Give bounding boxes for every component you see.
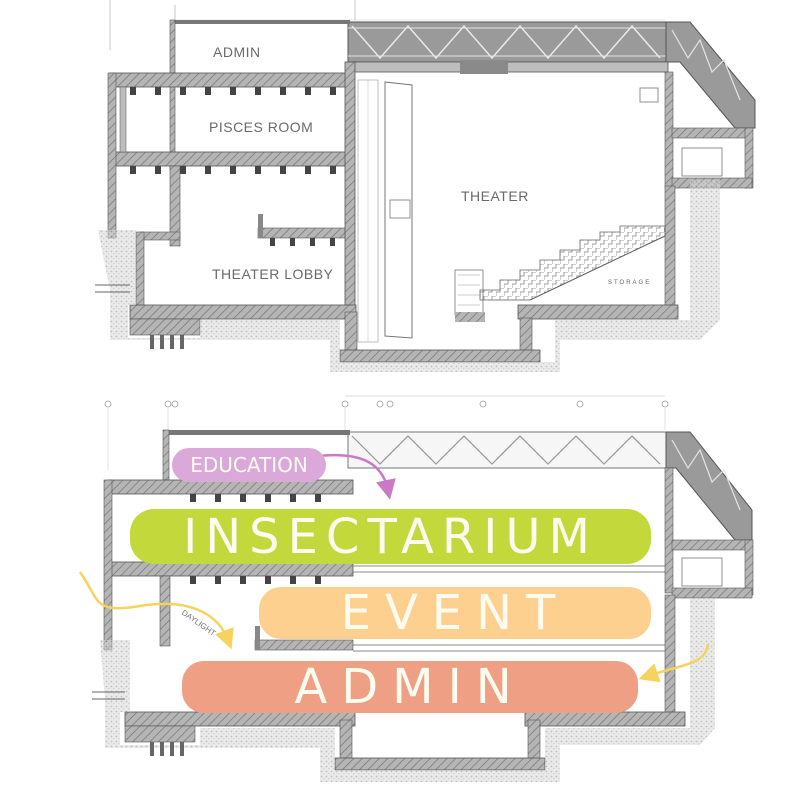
room-label-theater-lobby: THEATER LOBBY: [212, 266, 334, 282]
top-section-structure: [95, 0, 756, 372]
zone-event: EVENT: [259, 585, 651, 641]
zone-education: EDUCATION: [172, 448, 326, 482]
room-label-storage: STORAGE: [608, 280, 652, 286]
room-label-admin: ADMIN: [213, 44, 261, 60]
zone-insectarium: INSECTARIUM: [130, 509, 651, 565]
zone-admin: ADMIN: [182, 659, 638, 715]
bottom-section-structure: [92, 395, 754, 782]
daylight-arrow-left: [78, 571, 234, 650]
flow-arrows: [78, 453, 710, 683]
education-flow-arrow: [317, 453, 396, 500]
room-label-theater: THEATER: [461, 188, 529, 204]
room-label-pisces-room: PISCES ROOM: [209, 119, 314, 135]
daylight-arrow-right: [638, 643, 710, 683]
